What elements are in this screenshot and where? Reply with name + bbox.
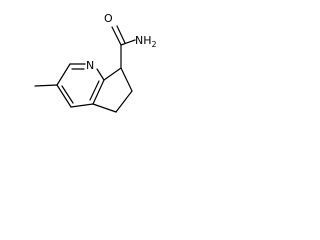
bond-carbonyl-oxygen-inner — [116, 25, 126, 44]
bond-c6-c5 — [115, 90, 133, 113]
bond-c2-c3 — [56, 63, 71, 86]
carboxamide-group — [111, 25, 136, 69]
bond-c7-c6 — [120, 67, 133, 92]
cyclopentane-ring — [92, 67, 133, 113]
bond-c4-c4a — [70, 103, 94, 108]
pyridine-ring — [56, 63, 105, 108]
amide-nitrogen-label: NH2 — [135, 34, 157, 49]
amide-nitrogen-text: NH — [135, 34, 152, 47]
bond-c7a-n1 — [96, 68, 105, 81]
bond-carbonyl-oxygen — [111, 26, 122, 46]
bond-c4a-c7a — [92, 79, 105, 105]
bond-c5-c4a — [92, 103, 117, 113]
ring-nitrogen-label: N — [86, 59, 94, 72]
bond-c4a-c7a-inner — [89, 80, 100, 101]
bond-methyl — [34, 84, 58, 87]
bond-carbonyl-nitrogen — [120, 39, 136, 46]
molecule-structure: N O NH2 — [34, 12, 157, 113]
amide-nitrogen-subscript: 2 — [152, 40, 157, 49]
amide-oxygen-label: O — [104, 12, 113, 25]
bond-c3-c4 — [56, 84, 72, 108]
bond-c3-c4-inner — [61, 85, 74, 104]
bond-c7a-c7 — [103, 67, 122, 81]
